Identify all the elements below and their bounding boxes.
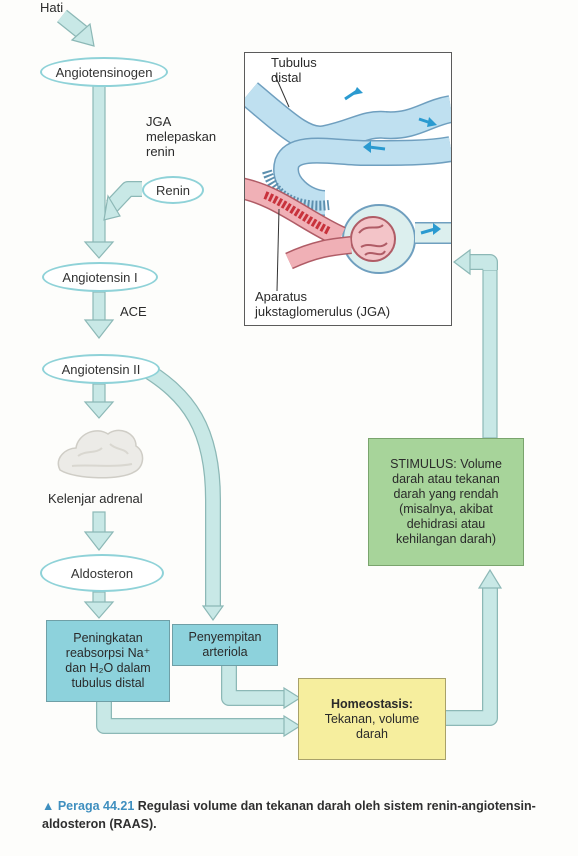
jga-releases-renin-label: JGA melepaskan renin <box>146 114 217 159</box>
arrow-to-constriction <box>135 359 225 622</box>
box-reabsorption: Peningkatan reabsorpsi Na⁺ dan H₂O dalam… <box>46 620 170 702</box>
caption-text: Regulasi volume dan tekanan darah oleh s… <box>42 799 536 831</box>
arrow-to-adrenal <box>83 383 115 419</box>
figure-caption: ▲ Peraga 44.21 Regulasi volume dan tekan… <box>42 797 552 833</box>
liver-arrow <box>57 9 95 47</box>
nephron-drawing <box>232 74 454 292</box>
arrow-to-aldosteron <box>83 511 115 551</box>
node-angiotensin-2: Angiotensin II <box>42 354 160 384</box>
node-aldosterone: Aldosteron <box>40 554 164 592</box>
arrow-homeostasis-to-stimulus <box>446 568 503 726</box>
figure-number: ▲ Peraga 44.21 <box>42 799 135 813</box>
node-renin: Renin <box>142 176 204 204</box>
nephron-illustration: Tubulus distal Aparatus jukstaglomerulus… <box>232 52 454 326</box>
arrow-ace <box>83 291 115 339</box>
liver-label: Hati <box>40 0 64 15</box>
arrow-constriction-to-homeostasis <box>221 666 302 710</box>
distal-tubule-label: Tubulus distal <box>271 55 317 85</box>
adrenal-gland-image <box>57 429 144 479</box>
box-homeostasis: Homeostasis: Tekanan, volume darah <box>298 678 446 760</box>
jga-label: Aparatus jukstaglomerulus (JGA) <box>255 289 391 319</box>
arrow-to-angiotensin-1 <box>83 83 115 259</box>
node-angiotensin-1: Angiotensin I <box>42 262 158 292</box>
arrow-to-reabsorption <box>83 591 115 619</box>
arrow-stimulus-to-kidney <box>453 248 498 439</box>
box-arteriole-constriction: Penyempitan arteriola <box>172 624 278 666</box>
arrow-reabsorption-to-homeostasis <box>96 702 302 738</box>
renin-arrow <box>103 181 142 221</box>
node-angiotensinogen: Angiotensinogen <box>40 57 168 87</box>
box-stimulus: STIMULUS: Volume darah atau tekanan dara… <box>368 438 524 566</box>
ace-label: ACE <box>120 304 147 319</box>
adrenal-label: Kelenjar adrenal <box>48 491 143 506</box>
